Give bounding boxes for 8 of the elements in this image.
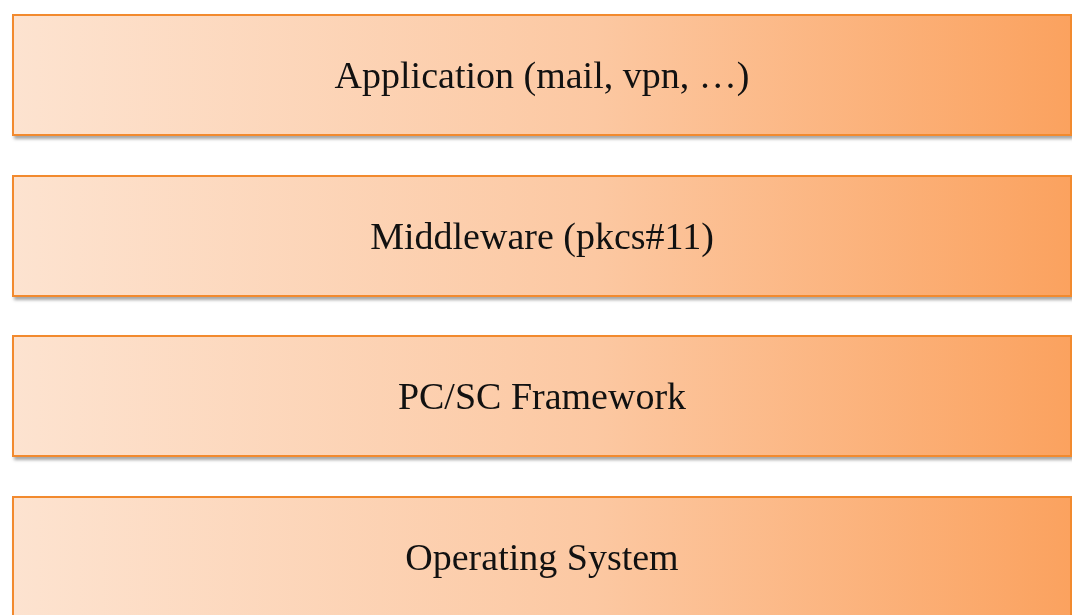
layer-label: Middleware (pkcs#11) [370,214,714,258]
layer-box [12,335,1072,457]
layer-label: Operating System [405,535,679,579]
layer-box [12,14,1072,136]
layer-box [12,496,1072,615]
layer-label: PC/SC Framework [397,374,687,418]
layer-box [12,175,1072,297]
layer-label: Application (mail, vpn, …) [334,53,750,97]
